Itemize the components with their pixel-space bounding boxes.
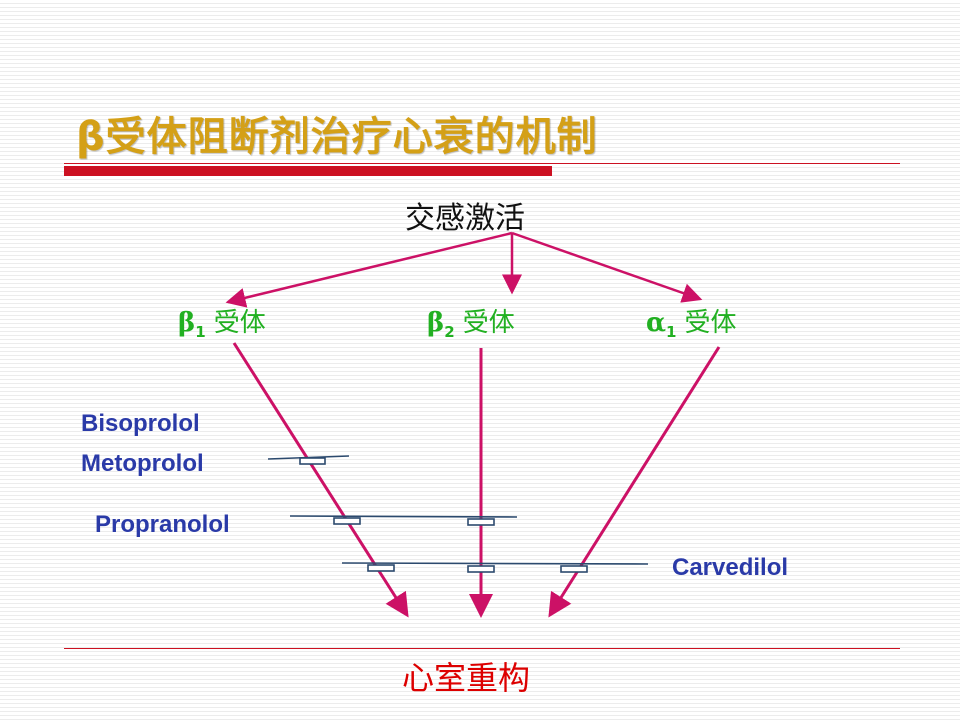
receptor-alpha1: α1 受体 (646, 302, 736, 341)
drug-carvedilol: Carvedilol (672, 554, 789, 581)
drug-metoprolol: Metoprolol (81, 450, 204, 477)
receptor-symbol: β (427, 308, 445, 338)
drug-propranolol: Propranolol (95, 511, 230, 538)
drug-bisoprolol: Bisoprolol (81, 410, 200, 437)
arrow-alpha1-to-remodeling (548, 346, 721, 618)
arrow-beta1-to-remodeling (232, 342, 409, 618)
receptor-name: 受体 (462, 308, 515, 338)
arrow-to-alpha1 (511, 231, 703, 303)
bottom-rule (64, 648, 900, 649)
title-rule (64, 163, 900, 164)
target-node: 心室重构 (402, 659, 531, 697)
receptor-subscript: 1 (195, 323, 206, 342)
receptor-subscript: 2 (444, 323, 455, 342)
receptor-symbol: α (646, 308, 667, 338)
receptor-name: 受体 (684, 308, 737, 338)
slide-title: β受体阻断剂治疗心衰的机制 (76, 114, 598, 160)
blocker-carvedilol (341, 562, 649, 573)
blocker-propranolol (289, 515, 518, 526)
receptor-subscript: 1 (666, 323, 677, 342)
receptor-name: 受体 (213, 308, 266, 338)
receptor-beta2: β2 受体 (427, 302, 515, 341)
source-node: 交感激活 (405, 201, 525, 236)
title-accent-bar (64, 166, 552, 176)
receptor-symbol: β (178, 308, 196, 338)
arrow-to-beta1 (225, 231, 513, 308)
receptor-beta1: β1 受体 (178, 302, 266, 341)
blocker-bisoprolol-metoprolol (267, 455, 350, 465)
